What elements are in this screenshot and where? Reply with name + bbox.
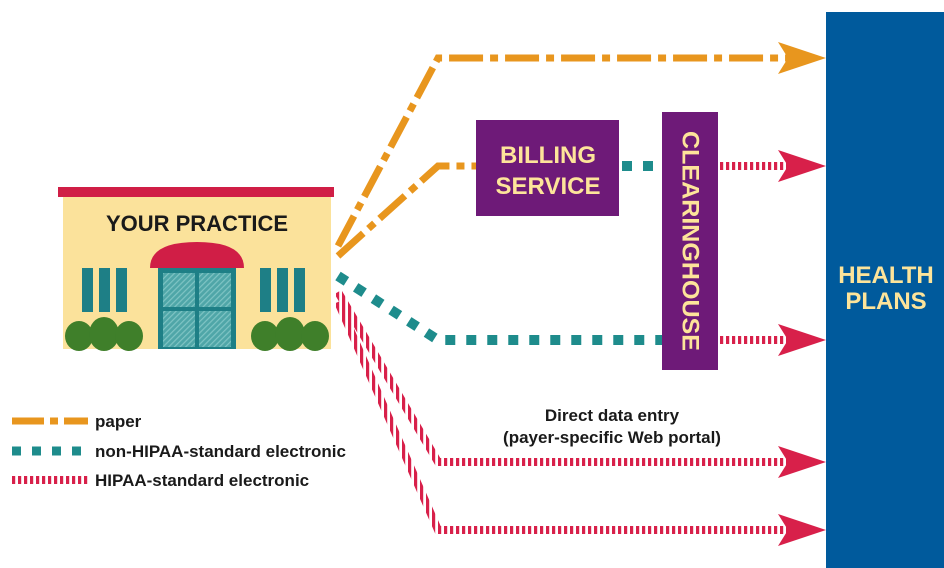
hipaa-arrowhead-3: [778, 446, 826, 478]
legend-label-paper: paper: [95, 412, 142, 431]
practice-right-windows: [260, 268, 305, 312]
clearinghouse-block: CLEARINGHOUSE: [662, 112, 718, 370]
shrub-r3: [301, 321, 329, 351]
hipaa-arrowheads: [778, 150, 826, 546]
health-plans-box: [826, 12, 944, 568]
non-hipaa-path-practice-to-clearinghouse: [335, 271, 662, 345]
practice-door-pane-tl: [163, 273, 195, 307]
practice-door-pane-tr: [199, 273, 231, 307]
practice-left-windows: [82, 268, 127, 312]
paper-arrowhead-direct: [778, 42, 826, 74]
practice-building: YOUR PRACTICE: [58, 187, 334, 351]
shrub-r2: [275, 317, 305, 351]
hipaa-arrowhead-4: [778, 514, 826, 546]
window-left-1: [82, 268, 93, 312]
direct-entry-label: Direct data entry (payer-specific Web po…: [503, 406, 721, 447]
non-hipaa-flows: [335, 161, 662, 345]
direct-entry-line2: (payer-specific Web portal): [503, 428, 721, 447]
practice-door-pane-bl: [163, 311, 195, 347]
health-plans-block: HEALTH PLANS: [826, 12, 944, 568]
practice-label: YOUR PRACTICE: [106, 211, 288, 236]
health-plans-line2: PLANS: [845, 288, 926, 315]
shrub-l3: [115, 321, 143, 351]
legend-item-paper: paper: [12, 412, 142, 431]
window-right-3: [294, 268, 305, 312]
paper-path-to-billing: [335, 162, 476, 259]
practice-roof-strip: [58, 187, 334, 197]
legend-item-non-hipaa: non-HIPAA-standard electronic: [12, 442, 346, 461]
window-right-1: [260, 268, 271, 312]
shrub-r1: [251, 321, 279, 351]
window-left-3: [116, 268, 127, 312]
clearinghouse-box: [662, 112, 718, 370]
clearinghouse-label: CLEARINGHOUSE: [677, 131, 704, 351]
billing-service-box: [476, 120, 619, 216]
practice-door-pane-br: [199, 311, 231, 347]
paper-path-direct: [334, 54, 790, 248]
direct-entry-line1: Direct data entry: [545, 406, 680, 425]
hipaa-path-direct-entry: [334, 289, 790, 466]
billing-service-line2: SERVICE: [496, 173, 601, 200]
paper-flows: [334, 54, 790, 259]
legend-item-hipaa: HIPAA-standard electronic: [12, 471, 309, 490]
window-left-2: [99, 268, 110, 312]
practice-shrubs-right: [251, 317, 329, 351]
practice-awning: [150, 242, 244, 268]
window-right-2: [277, 268, 288, 312]
shrub-l2: [89, 317, 119, 351]
shrub-l1: [65, 321, 93, 351]
hipaa-flows: [334, 162, 790, 534]
billing-service-block: BILLING SERVICE: [476, 120, 619, 216]
legend: paper non-HIPAA-standard electronic HIPA…: [12, 412, 346, 490]
billing-service-line1: BILLING: [500, 142, 596, 169]
legend-label-hipaa: HIPAA-standard electronic: [95, 471, 309, 490]
hipaa-path-direct: [334, 300, 790, 534]
hipaa-arrowhead-1: [778, 150, 826, 182]
practice-shrubs-left: [65, 317, 143, 351]
legend-label-non-hipaa: non-HIPAA-standard electronic: [95, 442, 346, 461]
health-plans-line1: HEALTH: [838, 262, 934, 289]
hipaa-arrowhead-2: [778, 324, 826, 356]
